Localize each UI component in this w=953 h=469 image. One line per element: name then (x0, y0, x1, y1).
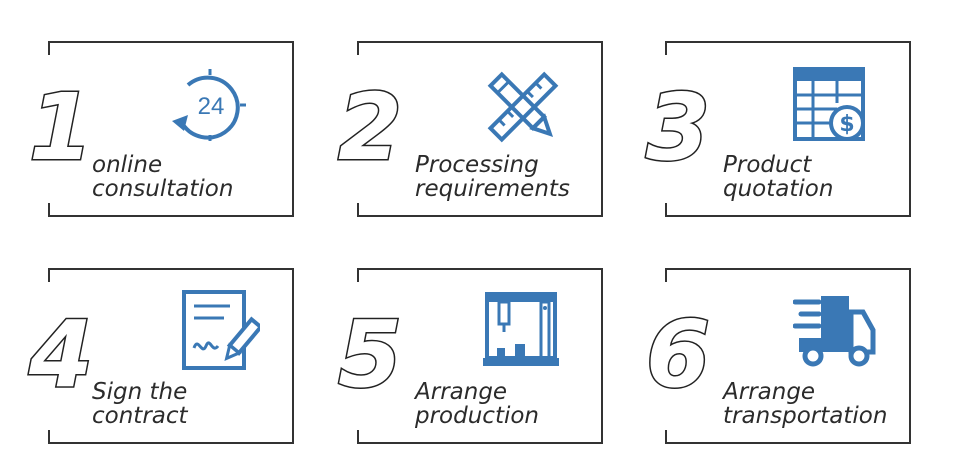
pencil-ruler-icon (481, 65, 565, 149)
card-frame (357, 268, 603, 444)
card-frame (665, 268, 911, 444)
step-label: online consultation (92, 153, 292, 201)
delivery-truck-icon (793, 290, 877, 374)
step-card-3: 3 Product quotation $ (643, 41, 911, 217)
frame-tick (48, 41, 50, 55)
step-label-line2: quotation (723, 176, 834, 202)
card-frame (48, 41, 294, 217)
frame-tick (48, 268, 50, 282)
frame-tick (357, 268, 359, 282)
card-frame (665, 41, 911, 217)
frame-tick (665, 268, 667, 282)
step-number: 2 (335, 80, 405, 175)
cnc-machine-icon (479, 288, 563, 372)
step-label: Product quotation (723, 153, 923, 201)
step-label: Processing requirements (415, 153, 615, 201)
step-label-line1: Arrange (415, 379, 508, 405)
step-card-5: 5 Arrange production (335, 268, 603, 444)
card-frame (357, 41, 603, 217)
frame-tick (665, 430, 667, 444)
card-frame (48, 268, 294, 444)
step-label: Arrange transportation (723, 380, 923, 428)
step-number: 5 (335, 307, 405, 402)
frame-tick (48, 203, 50, 217)
contract-signature-icon (176, 288, 260, 372)
step-card-2: 2 Processing requirements (335, 41, 603, 217)
step-number: 1 (26, 80, 96, 175)
step-label-line1: online (92, 152, 163, 178)
step-number: 3 (643, 80, 713, 175)
spreadsheet-dollar-icon: $ (787, 63, 871, 147)
step-label-line1: Product (723, 152, 812, 178)
step-card-6: 6 Arrange transportation (643, 268, 911, 444)
step-label-line1: Sign the (92, 379, 188, 405)
step-label-line2: consultation (92, 176, 234, 202)
step-label-line2: production (415, 403, 540, 429)
frame-tick (357, 203, 359, 217)
svg-text:$: $ (839, 112, 854, 137)
24-hour-clock-icon: 24 (168, 63, 252, 147)
frame-tick (665, 41, 667, 55)
frame-tick (665, 203, 667, 217)
step-card-4: 4 Sign the contract (26, 268, 294, 444)
step-label-line1: Processing (415, 152, 539, 178)
step-label-line2: requirements (415, 176, 570, 202)
frame-tick (357, 41, 359, 55)
frame-tick (48, 430, 50, 444)
step-label: Sign the contract (92, 380, 292, 428)
step-number: 4 (26, 307, 96, 402)
step-label-line2: transportation (723, 403, 888, 429)
step-card-1: 1 online consultation 24 (26, 41, 294, 217)
frame-tick (357, 430, 359, 444)
step-label-line1: Arrange (723, 379, 816, 405)
step-label-line2: contract (92, 403, 188, 429)
clock-icon-text: 24 (198, 93, 225, 120)
step-number: 6 (643, 307, 713, 402)
step-label: Arrange production (415, 380, 615, 428)
